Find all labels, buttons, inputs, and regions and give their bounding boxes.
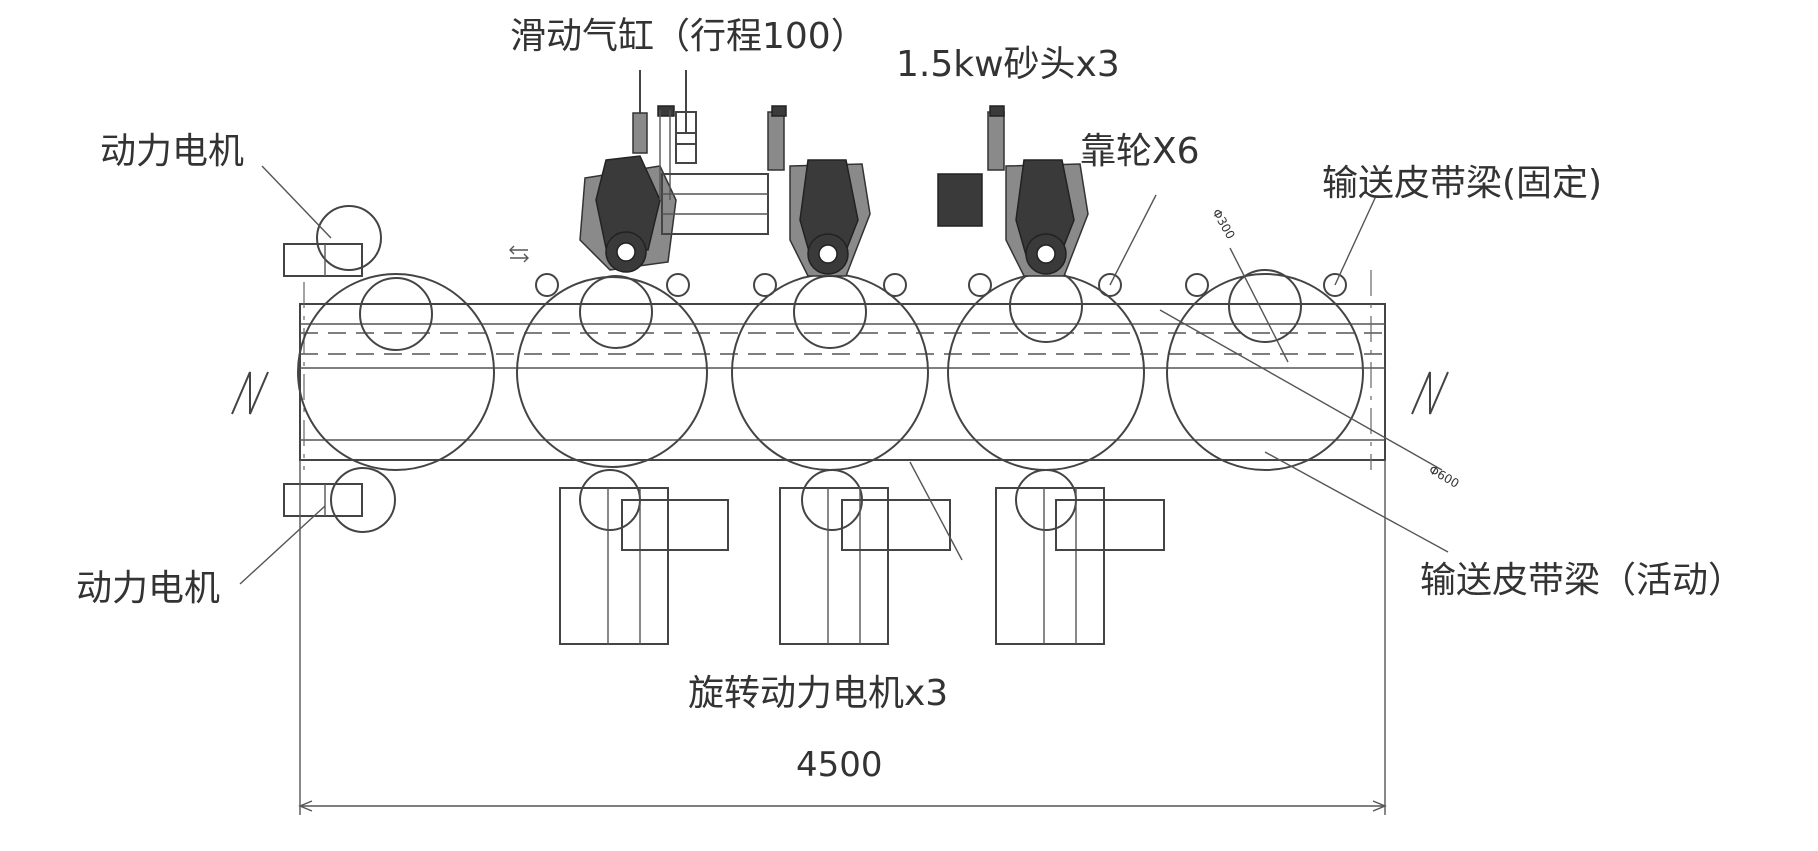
sanding-head-2 — [767, 105, 871, 277]
guide-wheels — [535, 273, 1347, 297]
break-symbol-right — [1411, 371, 1449, 415]
label-belt-beam-movable: 输送皮带梁（活动） — [1420, 560, 1744, 601]
drum-1 — [297, 273, 495, 471]
conveyor-frame — [299, 270, 1386, 470]
label-motor-top: 动力电机 — [100, 131, 244, 172]
label-overall-length: 4500 — [796, 745, 883, 785]
label-dia-small: Φ300 — [1209, 207, 1237, 242]
label-motor-bottom: 动力电机 — [76, 568, 220, 609]
sanding-head-1 — [579, 70, 697, 273]
motion-arrow-icon — [509, 245, 529, 263]
drum-2 — [516, 276, 708, 468]
slide-cylinder — [661, 70, 769, 235]
overall-dimension — [298, 460, 1387, 815]
motor-bottom-left — [283, 467, 396, 533]
drum-5 — [1166, 273, 1364, 471]
sanding-head-3 — [937, 105, 1089, 277]
label-dia-large: Φ600 — [1427, 462, 1462, 490]
label-guide-wheels: 靠轮X6 — [1080, 131, 1200, 172]
rotary-motor-2 — [779, 469, 951, 645]
break-symbol-left — [231, 371, 269, 415]
label-rotary-motors: 旋转动力电机x3 — [688, 673, 948, 714]
leader-lines — [239, 165, 1449, 585]
rotary-motor-1 — [559, 469, 729, 645]
motor-top-left — [283, 205, 382, 277]
label-sanding-heads: 1.5kw砂头x3 — [896, 44, 1120, 85]
label-slide-cylinder: 滑动气缸（行程100） — [510, 16, 867, 57]
label-belt-beam-fixed: 输送皮带梁(固定) — [1322, 163, 1602, 204]
rotary-motor-3 — [995, 469, 1165, 645]
top-idlers — [359, 269, 1302, 351]
